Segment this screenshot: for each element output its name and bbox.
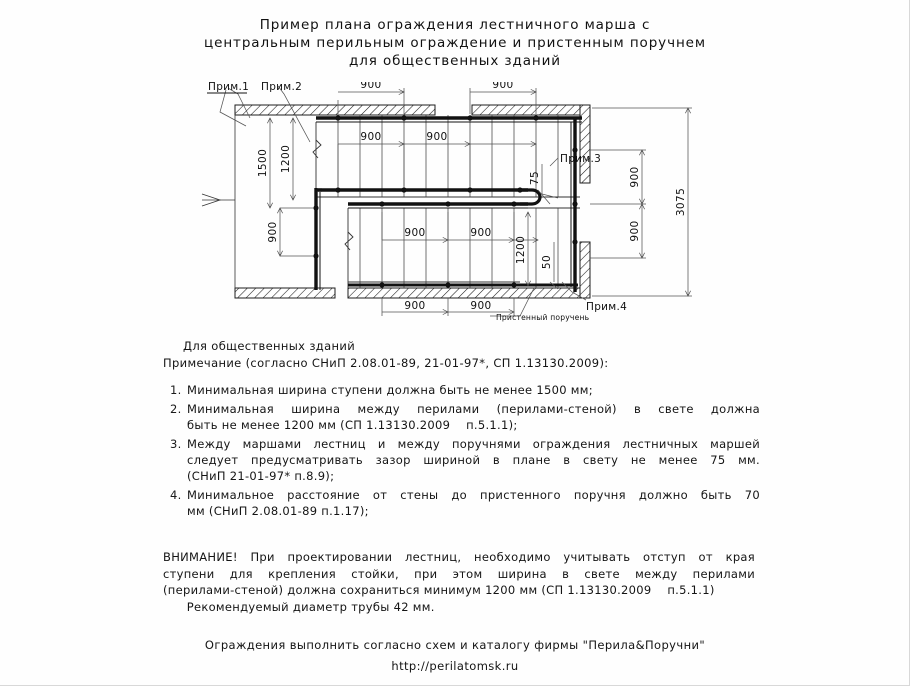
leader-wall-handrail (490, 287, 535, 317)
attention-line-4: Рекомендуемый диаметр трубы 42 мм. (163, 599, 435, 614)
list-item-line: Минимальное расстояние от стены до прист… (187, 488, 760, 502)
attention-line-1: ВНИМАНИЕ! При проектировании лестниц, не… (163, 550, 755, 564)
attention-line-2: ступени для крепления стойки, при этом ш… (163, 566, 755, 581)
list-item: 4. Минимальное расстояние от стены до пр… (170, 487, 760, 519)
callout-prim1-label: Прим.1 (208, 82, 249, 93)
wall-right-lower (579, 241, 591, 299)
handrail-top (316, 115, 582, 123)
page-title: Пример плана ограждения лестничного марш… (0, 16, 910, 70)
list-item-line: Минимальная ширина между перилами (перил… (187, 402, 760, 416)
list-item-line: Между маршами лестниц и между поручнями … (187, 437, 760, 451)
leader-prim4 (561, 281, 587, 301)
dim-gap-75 (537, 164, 559, 205)
wall-right-upper (579, 104, 591, 184)
dim-label-left-1200: 1200 (280, 145, 292, 173)
dim-label-left-1500: 1500 (257, 149, 269, 177)
stair-plan-drawing: 900 900 1500 1200 900 900 900 900 900 90… (190, 82, 720, 337)
dim-label-lower-900-a: 900 (404, 227, 425, 239)
central-railing-landing (313, 188, 322, 290)
list-item-number: 4. (170, 488, 182, 502)
lower-flight-edges (347, 207, 580, 288)
heading-public: Для общественных зданий (183, 339, 356, 353)
title-line-2: центральным перильным ограждение и прист… (204, 35, 706, 51)
list-item-number: 2. (170, 402, 182, 416)
dim-bottom-900 (381, 298, 515, 316)
list-item: 1. Минимальная ширина ступени должна быт… (170, 382, 760, 398)
list-item: 3. Между маршами лестниц и между поручня… (170, 436, 760, 484)
dim-label-right-900-bottom: 900 (629, 220, 641, 241)
wall-handrail-right (570, 118, 578, 292)
dim-label-right-1200: 1200 (515, 236, 527, 264)
dim-label-bottom-900-a: 900 (404, 300, 425, 312)
notes-list: 1. Минимальная ширина ступени должна быт… (170, 382, 760, 522)
central-railing-upper (318, 187, 528, 193)
dim-right-3075 (592, 107, 692, 297)
upper-flight-treads (337, 115, 559, 197)
dim-top-right-900 (469, 88, 537, 114)
list-item-line: Минимальная ширина ступени должна быть н… (187, 383, 593, 397)
footer-url[interactable]: http://perilatomsk.ru (391, 659, 519, 673)
dim-label-top-right-900: 900 (492, 82, 513, 91)
callout-prim3-label: Прим.3 (560, 153, 601, 165)
dim-lower-flight (381, 212, 539, 243)
dim-label-right-3075: 3075 (675, 188, 687, 216)
wall-top-left (234, 104, 436, 116)
left-room-outline (201, 115, 236, 288)
dim-label-right-50: 50 (541, 255, 553, 269)
dim-label-left-900: 900 (267, 221, 279, 242)
dim-label-lower-900-b: 900 (470, 227, 491, 239)
callout-prim1: Прим.1 (207, 82, 249, 94)
callout-wall-handrail-label: Пристенный поручень (496, 313, 590, 322)
leader-prim3 (549, 157, 559, 167)
attention-block: ВНИМАНИЕ! При проектировании лестниц, не… (163, 549, 755, 615)
list-item-body: Между маршами лестниц и между поручнями … (187, 436, 760, 484)
dim-left-900 (277, 207, 314, 257)
list-item-body: Минимальное расстояние от стены до прист… (187, 487, 760, 519)
leader-prim1 (219, 87, 251, 127)
title-line-1: Пример плана ограждения лестничного марш… (259, 17, 651, 33)
list-item-line: (СНиП 21-01-97* п.8.9); (187, 469, 335, 483)
title-line-3: для общественных зданий (349, 53, 561, 69)
central-railing-uturn (520, 188, 542, 206)
list-item-body: Минимальная ширина между перилами (перил… (187, 401, 760, 433)
dim-label-right-900-top: 900 (629, 166, 641, 187)
plan-svg: 900 900 1500 1200 900 900 900 900 900 90… (201, 82, 692, 322)
footer-block: Ограждения выполнить согласно схем и кат… (0, 635, 910, 677)
callout-prim4-label: Прим.4 (586, 301, 627, 313)
list-item-body: Минимальная ширина ступени должна быть н… (187, 382, 760, 398)
dim-label-upper-900-b: 900 (426, 131, 447, 143)
wall-bottom-left (234, 287, 336, 299)
dim-label-gap-75: 75 (529, 171, 541, 185)
dim-label-top-left-900: 900 (360, 82, 381, 91)
attention-line-3: (перилами-стеной) должна сохраниться мин… (163, 583, 715, 597)
wall-bottom-right (347, 287, 591, 299)
handrail-bottom (348, 282, 578, 288)
list-item: 2. Минимальная ширина между перилами (пе… (170, 401, 760, 433)
list-item-line: мм (СНиП 2.08.01-89 п.1.17); (187, 504, 369, 518)
wall-top-right (471, 104, 591, 116)
list-item-line: быть не менее 1200 мм (СП 1.13130.2009 п… (187, 418, 518, 432)
lower-flight-treads (359, 208, 559, 288)
dim-right-900-top (590, 149, 646, 205)
leader-prim2 (277, 85, 311, 143)
upper-flight-edges (315, 122, 580, 198)
list-item-number: 3. (170, 437, 182, 451)
footer-company-line: Ограждения выполнить согласно схем и кат… (204, 638, 706, 652)
break-symbol-left (344, 231, 354, 251)
dim-right-50 (549, 242, 559, 290)
central-railing-lower (348, 201, 528, 209)
break-symbol-upper (312, 139, 322, 159)
callout-prim2-label: Прим.2 (261, 82, 302, 93)
list-item-line: следует предусматривать зазор шириной в … (187, 453, 760, 467)
dim-label-upper-900-a: 900 (360, 131, 381, 143)
heading-note: Примечание (согласно СНиП 2.08.01-89, 21… (163, 356, 609, 370)
dim-right-900-bottom (590, 203, 646, 259)
dim-upper-flight (337, 141, 537, 186)
list-item-number: 1. (170, 383, 182, 397)
dim-label-bottom-900-b: 900 (470, 300, 491, 312)
dim-top-left-900 (337, 88, 405, 114)
